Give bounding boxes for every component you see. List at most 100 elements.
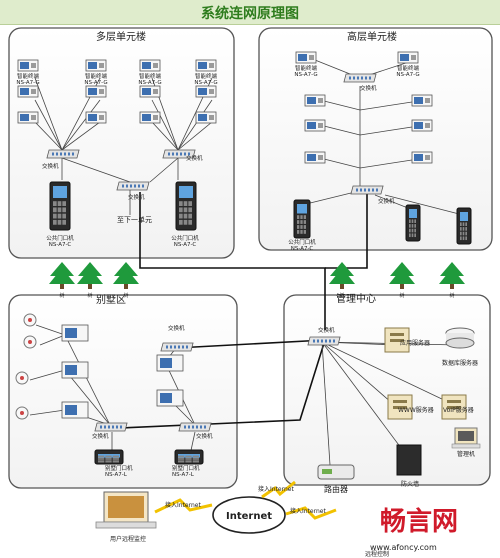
high-rise-zone — [258, 27, 493, 251]
villa-terminal-0 — [61, 324, 89, 342]
public-door-model-3: NS-A7-C — [291, 246, 314, 252]
ms-terminal-left-0-model: NS-A7-G — [16, 80, 39, 86]
devices-group: 智能终端NS-A7-G智能终端NS-A7-G智能终端NS-A7-G智能终端NS-… — [15, 51, 472, 465]
router-label: 路由器 — [324, 484, 348, 494]
hr-terminal-2 — [304, 94, 326, 107]
tree-label-0: 树 — [59, 292, 64, 299]
villa-door-2 — [174, 449, 204, 465]
hr-terminal-7 — [411, 151, 433, 164]
villa-switch-left-label: 交换机 — [92, 432, 109, 440]
watermark-brand: 畅言网 — [380, 507, 458, 537]
to-next-unit-label: 至下一单元 — [117, 215, 152, 224]
tree-label-1: 树 — [87, 292, 92, 299]
ms-terminal-left-0-label: 智能终端 — [17, 72, 40, 80]
villa-door-model-1: NS-A7-L — [105, 472, 128, 478]
access-internet-label-2: 接入Internet — [258, 485, 294, 493]
tree-5: 树 — [439, 262, 465, 299]
villa-terminal-1 — [61, 361, 89, 379]
internet-label: Internet — [226, 511, 272, 522]
ms-switch-center: 交换机 — [116, 181, 150, 201]
tree-3: 树 — [329, 262, 355, 299]
hr-switch-top-label: 交换机 — [360, 84, 377, 92]
mgmt-switch-label: 交换机 — [318, 326, 335, 334]
title-bar: 系统连网原理图 — [0, 0, 500, 25]
public-door-model-2: NS-A7-C — [174, 242, 197, 248]
ms-terminal-right-5 — [195, 111, 217, 124]
access-internet-label-3: 接入Internet — [290, 507, 326, 515]
hr-terminal-0-model: NS-A7-G — [294, 72, 317, 78]
thin-links — [29, 59, 466, 466]
db-server — [445, 327, 475, 349]
mgmt-switch: 交换机 — [307, 326, 341, 346]
app-server — [384, 327, 410, 353]
tree-4: 树 — [389, 262, 415, 299]
villa-switch-right-label: 交换机 — [196, 432, 213, 440]
management-pc — [451, 427, 481, 449]
hr-public-door-3 — [456, 207, 472, 245]
zone-title-villa: 别墅区 — [96, 294, 126, 306]
watermark-url: www.afoncy.com — [370, 543, 437, 552]
voip-server-label: VoIP服务器 — [443, 406, 474, 414]
management-pc-label: 管理机 — [457, 450, 475, 458]
www-server-label: WWW服务器 — [398, 406, 434, 414]
ms-terminal-right-0-model: NS-A7-G — [138, 80, 161, 86]
villa-sensor-3 — [15, 406, 29, 420]
tree-label-2: 树 — [123, 292, 128, 299]
hr-public-door-2 — [405, 204, 421, 242]
ms-terminal-left-4 — [85, 85, 107, 98]
tree-label-5: 树 — [449, 292, 454, 299]
ms-switch-left: 交换机 — [42, 149, 80, 170]
lightning-top — [261, 480, 296, 499]
ms-terminal-right-4 — [195, 85, 217, 98]
villa-terminal-2 — [61, 401, 89, 419]
ms-terminal-right-3-label: 智能终端 — [195, 72, 218, 80]
ms-terminal-right-0-label: 智能终端 — [139, 72, 162, 80]
ms-terminal-right-1 — [139, 85, 161, 98]
remote-user-label: 用户远程监控 — [110, 535, 146, 543]
ms-terminal-left-3-label: 智能终端 — [85, 72, 108, 80]
villa-door-label-1: 别墅门口机 — [105, 464, 133, 472]
ms-public-door-left — [49, 181, 71, 231]
hr-terminal-1-label: 智能终端 — [397, 64, 420, 72]
hr-switch-bottom-label: 交换机 — [378, 197, 395, 205]
villa-door-1 — [94, 449, 124, 465]
app-server-label: 应用服务器 — [400, 339, 430, 347]
public-door-model-1: NS-A7-C — [49, 242, 72, 248]
page-title: 系统连网原理图 — [201, 6, 299, 22]
remote-control-label: 远程控制 — [365, 550, 389, 558]
ms-public-door-right — [175, 181, 197, 231]
trees-group: 树树树树树树 — [49, 262, 465, 299]
hr-terminal-4 — [304, 119, 326, 132]
hr-terminal-1-model: NS-A7-G — [396, 72, 419, 78]
lightning-right — [285, 506, 337, 520]
ms-terminal-left-2 — [17, 111, 39, 124]
ms-terminal-right-3-model: NS-A7-G — [194, 80, 217, 86]
villa-switch-left: 交换机 — [92, 422, 128, 440]
villa-door-label-2: 别墅门口机 — [172, 464, 200, 472]
public-door-label-2: 公共门口机 — [171, 234, 199, 242]
hr-terminal-5 — [411, 119, 433, 132]
hr-terminal-0-label: 智能终端 — [295, 64, 318, 72]
public-door-label-1: 公共门口机 — [46, 234, 74, 242]
www-server — [387, 394, 413, 420]
ms-terminal-left-5 — [85, 111, 107, 124]
ms-switch-right: 交换机 — [162, 149, 203, 162]
villa-switch-top-label: 交换机 — [168, 324, 185, 332]
voip-server — [441, 394, 467, 420]
firewall-label: 防火墙 — [401, 480, 419, 488]
villa-switch-top: 交换机 — [160, 324, 194, 352]
villa-door-model-2: NS-A7-L — [172, 472, 195, 478]
zone-title-multi-storey: 多层单元楼 — [96, 30, 146, 43]
firewall-device — [396, 444, 422, 476]
lightning-left — [154, 498, 213, 514]
ms-switch-left-label: 交换机 — [42, 162, 59, 170]
ms-terminal-right-2 — [139, 111, 161, 124]
hr-switch-top: 交换机 — [343, 73, 377, 92]
